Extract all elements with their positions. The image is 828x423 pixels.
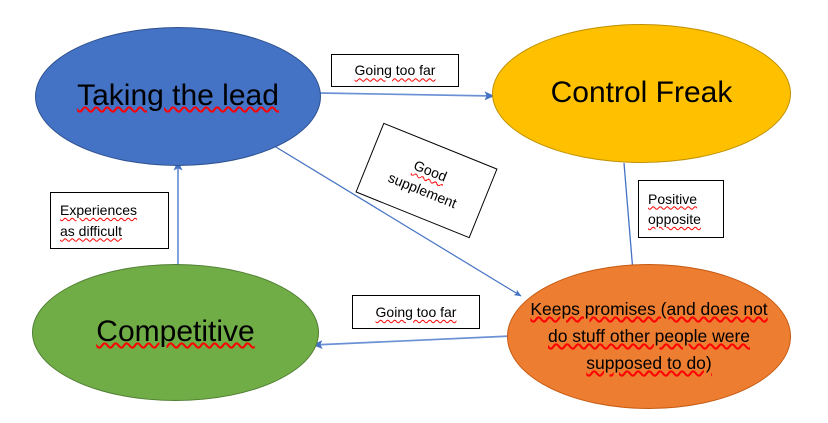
edge-lead-to-control: [318, 91, 495, 101]
edge-label-positive-opposite[interactable]: Positive opposite: [638, 180, 724, 238]
node-control-freak-label: Control Freak: [550, 76, 733, 110]
edge-label-going-too-far-bottom-text: Going too far: [375, 303, 457, 320]
node-competitive-label: Competitive: [96, 315, 255, 349]
edge-label-positive-opposite-line-2: opposite: [648, 211, 701, 227]
edge-label-positive-opposite-line-1: Positive: [648, 190, 698, 207]
edge-label-going-too-far-bottom[interactable]: Going too far: [352, 295, 480, 329]
edge-label-experiences-as-difficult-line-1: Experiences: [60, 202, 138, 219]
node-keeps-promises-label: Keeps promises (and does not do stuff ot…: [516, 296, 781, 377]
node-taking-the-lead-label: Taking the lead: [77, 79, 279, 113]
node-keeps-promises[interactable]: Keeps promises (and does not do stuff ot…: [507, 264, 791, 409]
edge-label-going-too-far-top[interactable]: Going too far: [331, 54, 459, 87]
edge-keeps-to-competitive: [312, 335, 513, 349]
node-competitive[interactable]: Competitive: [32, 264, 319, 401]
edge-control-to-keeps: [623, 162, 636, 273]
node-keeps-promises-line-2: do stuff other people were: [547, 325, 751, 346]
node-control-freak[interactable]: Control Freak: [492, 24, 791, 163]
edge-label-experiences-as-difficult-line-2: as difficult: [60, 222, 122, 239]
node-keeps-promises-line-1: Keeps promises (and does not: [530, 298, 768, 319]
edge-label-experiences-as-difficult[interactable]: Experiences as difficult: [50, 192, 169, 249]
node-taking-the-lead[interactable]: Taking the lead: [35, 27, 321, 166]
edge-label-going-too-far-top-text: Going too far: [354, 62, 436, 79]
edge-label-good-supplement[interactable]: Good supplement: [355, 122, 498, 239]
node-keeps-promises-line-3: supposed to do): [586, 353, 712, 374]
